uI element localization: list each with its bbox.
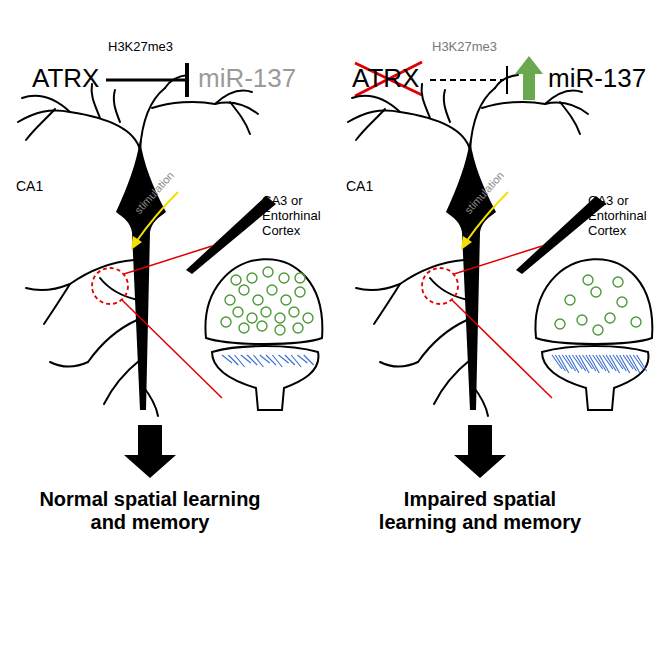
- vesicle: [225, 295, 235, 305]
- histone-mark: H3K27me3: [108, 40, 173, 55]
- vesicle: [247, 313, 257, 323]
- region-label: CA1: [346, 178, 373, 194]
- psd-stroke: [241, 355, 251, 363]
- vesicle: [239, 285, 249, 295]
- vesicle: [295, 273, 305, 283]
- psd-stroke: [637, 355, 647, 371]
- vesicle: [295, 287, 305, 297]
- vesicle: [293, 323, 303, 333]
- down-arrow: [454, 425, 506, 478]
- outcome-label: Impaired spatial learning and memory: [365, 488, 595, 534]
- vesicle: [583, 275, 593, 285]
- inhibition-bar: [506, 66, 508, 94]
- vesicle: [263, 267, 273, 277]
- vesicle: [289, 307, 299, 317]
- outcome-label: Normal spatial learning and memory: [35, 488, 265, 534]
- vesicle: [577, 315, 587, 325]
- gene-name: ATRX: [32, 64, 99, 94]
- vesicle: [267, 285, 277, 295]
- vesicle: [279, 273, 289, 283]
- mirna-name: miR-137: [548, 64, 646, 94]
- vesicle: [233, 307, 243, 317]
- vesicle: [261, 307, 271, 317]
- psd-stroke: [285, 355, 295, 365]
- psd-stroke: [247, 355, 257, 365]
- input-label: CA3 or Entorhinal Cortex: [588, 194, 660, 239]
- vesicle: [605, 313, 615, 323]
- inhibition-bar: [185, 63, 189, 97]
- vesicle: [221, 317, 231, 327]
- dashed-inhibition-line: [430, 79, 504, 81]
- vesicle: [631, 317, 641, 327]
- up-arrow: [515, 56, 543, 100]
- vesicle: [565, 295, 575, 305]
- vesicle: [555, 319, 565, 329]
- vesicle: [275, 325, 285, 335]
- vesicle: [247, 273, 257, 283]
- vesicle: [303, 313, 313, 323]
- vesicle: [593, 325, 603, 335]
- histone-mark: H3K27me3: [432, 40, 497, 55]
- psd-stroke: [222, 355, 232, 363]
- input-label: CA3 or Entorhinal Cortex: [262, 194, 336, 239]
- vesicle: [257, 321, 267, 331]
- vesicle: [281, 295, 291, 305]
- vesicle: [617, 297, 627, 307]
- mirna-name: miR-137: [198, 64, 296, 94]
- psd-stroke: [297, 355, 307, 363]
- psd-stroke: [279, 355, 289, 363]
- psd-stroke: [266, 355, 276, 365]
- down-arrow: [124, 425, 176, 478]
- gene-name: ATRX: [352, 64, 419, 94]
- region-label: CA1: [16, 178, 43, 194]
- vesicle: [275, 313, 285, 323]
- vesicle: [239, 323, 249, 333]
- vesicle: [231, 275, 241, 285]
- psd-stroke: [260, 355, 270, 363]
- psd-stroke: [228, 355, 238, 365]
- vesicle: [591, 287, 601, 297]
- vesicle: [613, 277, 623, 287]
- vesicle: [253, 295, 263, 305]
- psd-stroke: [304, 355, 314, 365]
